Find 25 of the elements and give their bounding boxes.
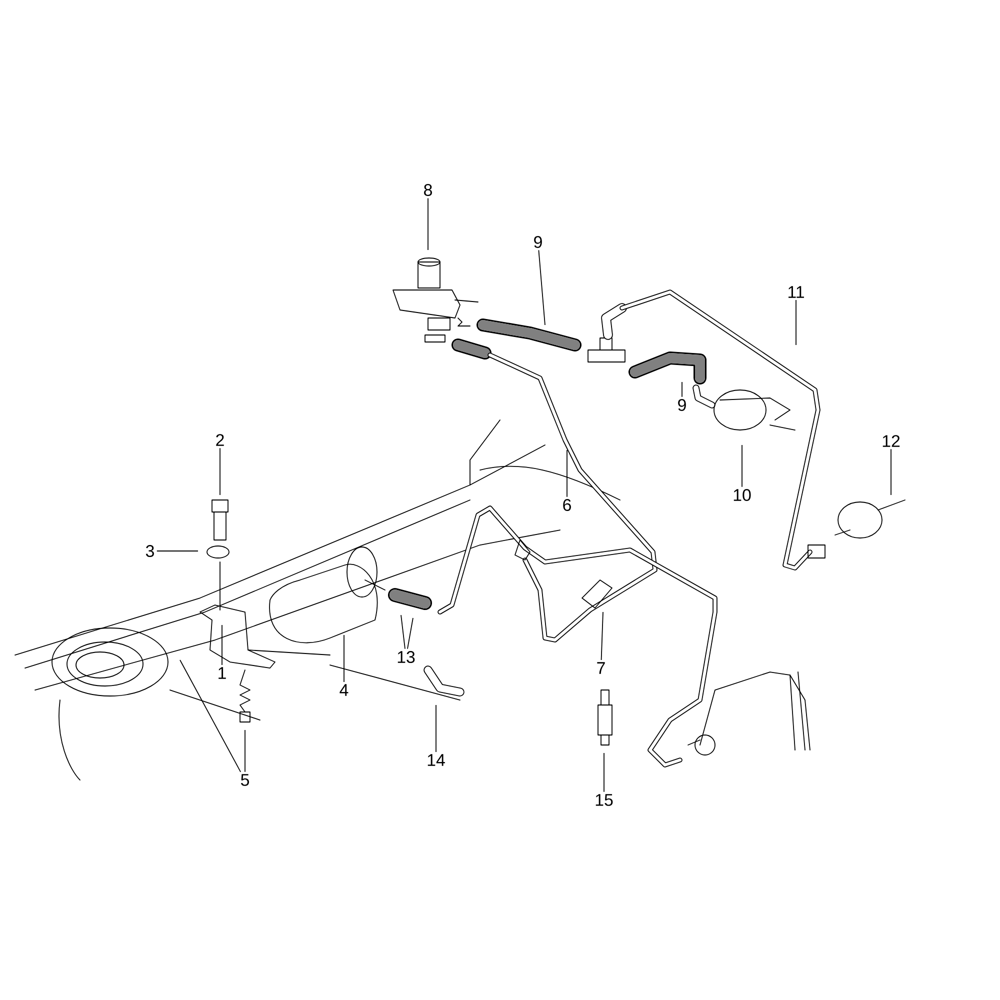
- leader-line: [400, 614, 406, 650]
- callout-number: 10: [734, 489, 751, 501]
- callout-number: 15: [596, 794, 613, 806]
- callout-number: 3: [146, 545, 154, 557]
- callout-number: 8: [424, 184, 432, 196]
- leader-line: [180, 660, 242, 772]
- callout-number: 6: [563, 499, 571, 511]
- callout-number: 12: [882, 435, 900, 447]
- leader-line: [407, 618, 414, 650]
- callout-number: 2: [216, 434, 224, 446]
- callout-number: 4: [340, 684, 348, 696]
- leader-line: [244, 730, 246, 772]
- callout-number: 9: [534, 236, 542, 248]
- callout-number: 9: [678, 399, 686, 411]
- callout-number: 7: [597, 662, 605, 674]
- callout-number: 11: [788, 286, 804, 298]
- leader-line: [156, 550, 198, 552]
- callout-number: 14: [428, 754, 445, 766]
- leader-line: [600, 612, 604, 660]
- leader-line: [890, 448, 892, 496]
- leader-line: [538, 250, 546, 326]
- leader-line: [566, 450, 568, 498]
- callout-number: 1: [218, 667, 226, 679]
- callout-number: 13: [398, 651, 415, 663]
- callout-number: 5: [240, 774, 249, 786]
